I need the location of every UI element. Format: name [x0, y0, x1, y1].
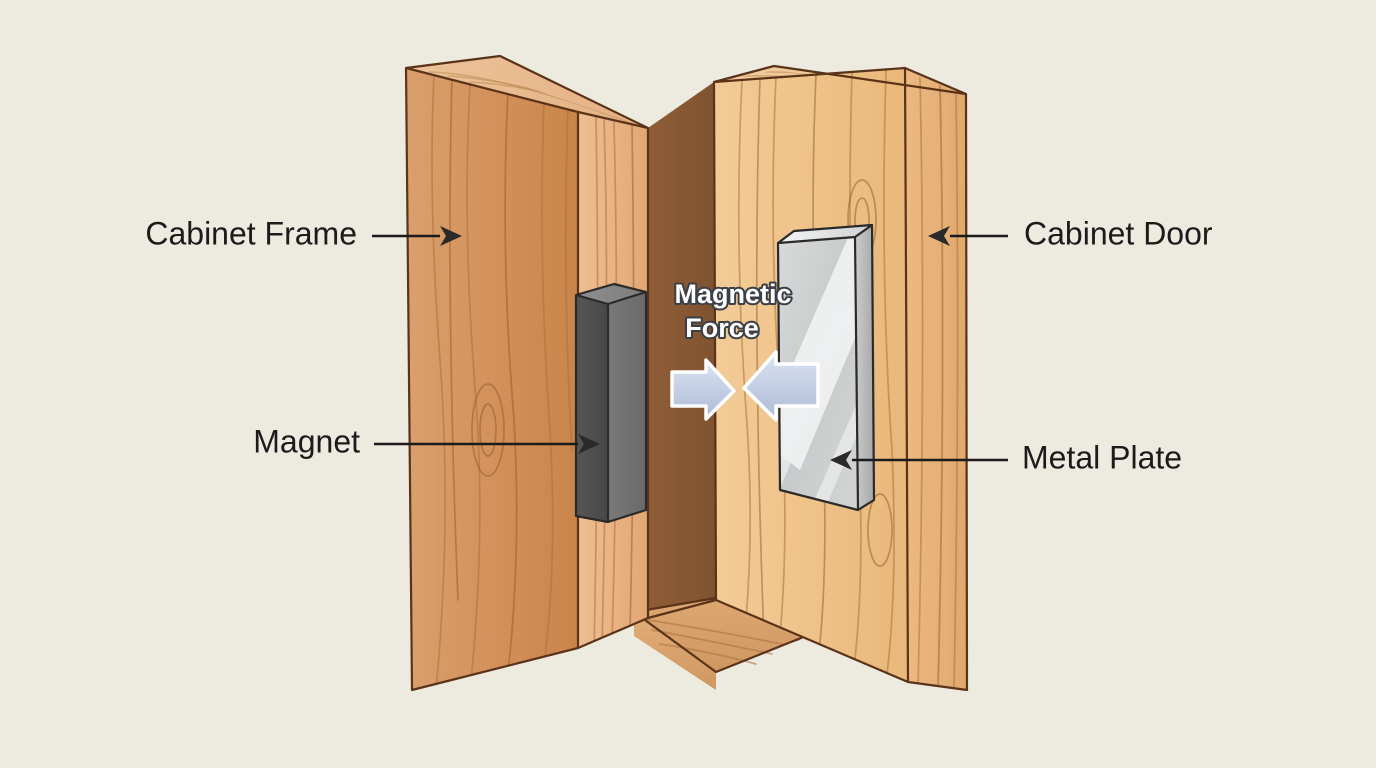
cabinet-door-label: Cabinet Door	[1024, 215, 1213, 251]
magnet-outline	[574, 282, 648, 524]
metal-plate-label: Metal Plate	[1022, 439, 1182, 475]
plate-right-edge	[855, 225, 874, 510]
metal-plate-leader	[830, 450, 1008, 470]
force-arrow-right	[670, 358, 736, 421]
magnet-front-face	[576, 295, 608, 522]
bottom-board-front	[634, 612, 716, 690]
magnet-label: Magnet	[253, 423, 360, 459]
bottom-board-grain	[647, 619, 783, 665]
frame-top-face	[406, 56, 648, 128]
magnet-side-face	[608, 292, 646, 522]
plate-top-edge	[778, 225, 872, 243]
frame-front-grain	[431, 73, 573, 690]
magnet[interactable]	[574, 282, 648, 524]
cabinet-door-leader	[928, 226, 1008, 246]
plate-outline	[776, 223, 876, 512]
cabinet-bottom-board	[632, 596, 808, 690]
door-side-grain	[917, 77, 959, 690]
magnetic-force-label-line1: Magnetic	[674, 279, 791, 309]
frame-outline	[404, 54, 717, 692]
bottom-board-top	[634, 598, 806, 672]
frame-front-face	[406, 68, 578, 690]
interior-back-panel	[648, 82, 716, 618]
magnetic-force-label-line2: Force	[685, 313, 759, 343]
force-arrow-left	[742, 350, 820, 422]
magnet-leader	[374, 434, 600, 454]
cabinet-frame-label: Cabinet Frame	[145, 215, 357, 251]
cabinet-frame-leader	[372, 226, 462, 246]
door-outline	[712, 64, 969, 692]
